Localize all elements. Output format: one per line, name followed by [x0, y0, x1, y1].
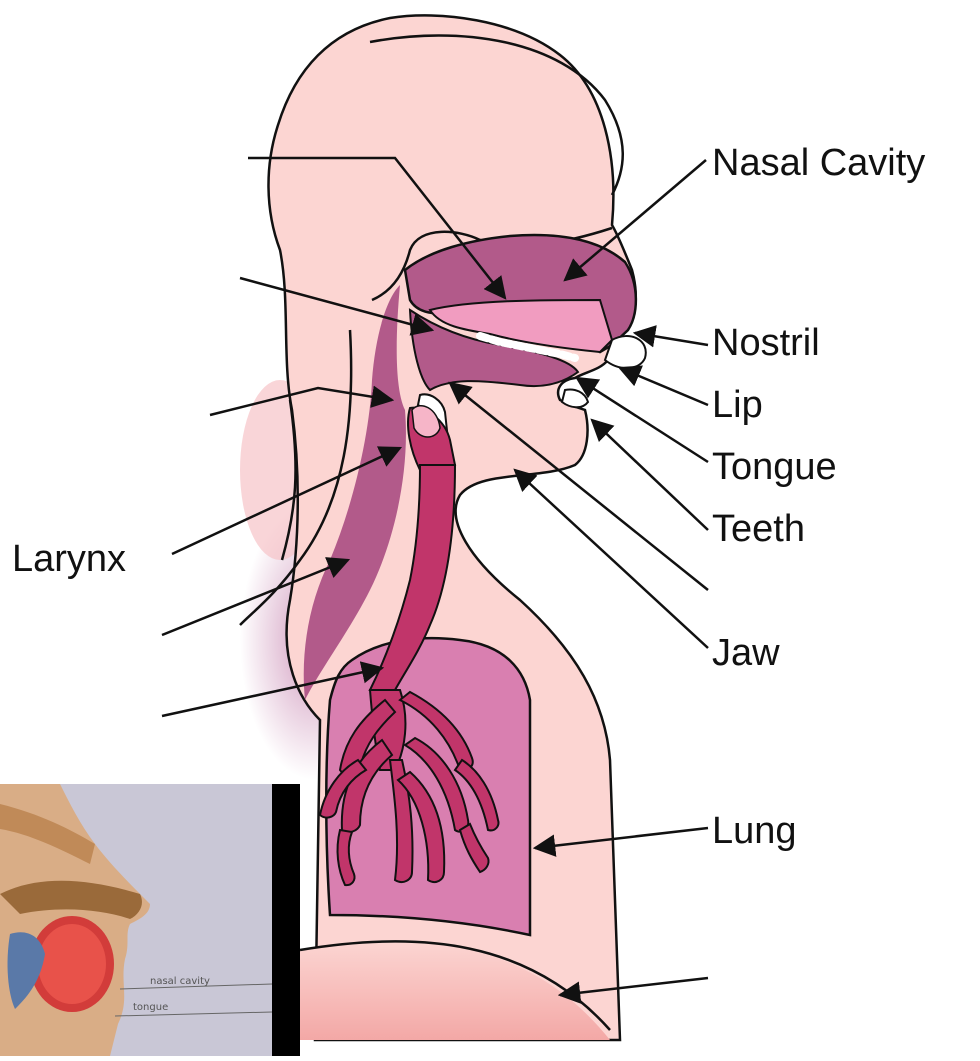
label-nostril: Nostril	[712, 324, 820, 362]
lower-teeth	[562, 390, 588, 408]
label-lip: Lip	[712, 386, 763, 424]
inset-artwork: nasal cavity tongue	[0, 784, 300, 1056]
inset-label-nasal: nasal cavity	[150, 976, 210, 987]
leader-teeth	[592, 420, 708, 530]
label-lung: Lung	[712, 812, 797, 850]
label-larynx: Larynx	[12, 540, 126, 578]
leader-jaw	[515, 470, 708, 648]
leader-tongue	[577, 378, 708, 462]
leader-nostril	[635, 333, 708, 345]
label-nasal-cavity: Nasal Cavity	[712, 144, 925, 182]
inset-image: nasal cavity tongue	[0, 784, 300, 1056]
nostril-shape	[605, 336, 646, 368]
label-teeth: Teeth	[712, 510, 805, 548]
leader-lip	[620, 368, 708, 405]
label-tongue: Tongue	[712, 448, 837, 486]
inset-label-tongue: tongue	[133, 1002, 168, 1013]
label-jaw: Jaw	[712, 634, 780, 672]
